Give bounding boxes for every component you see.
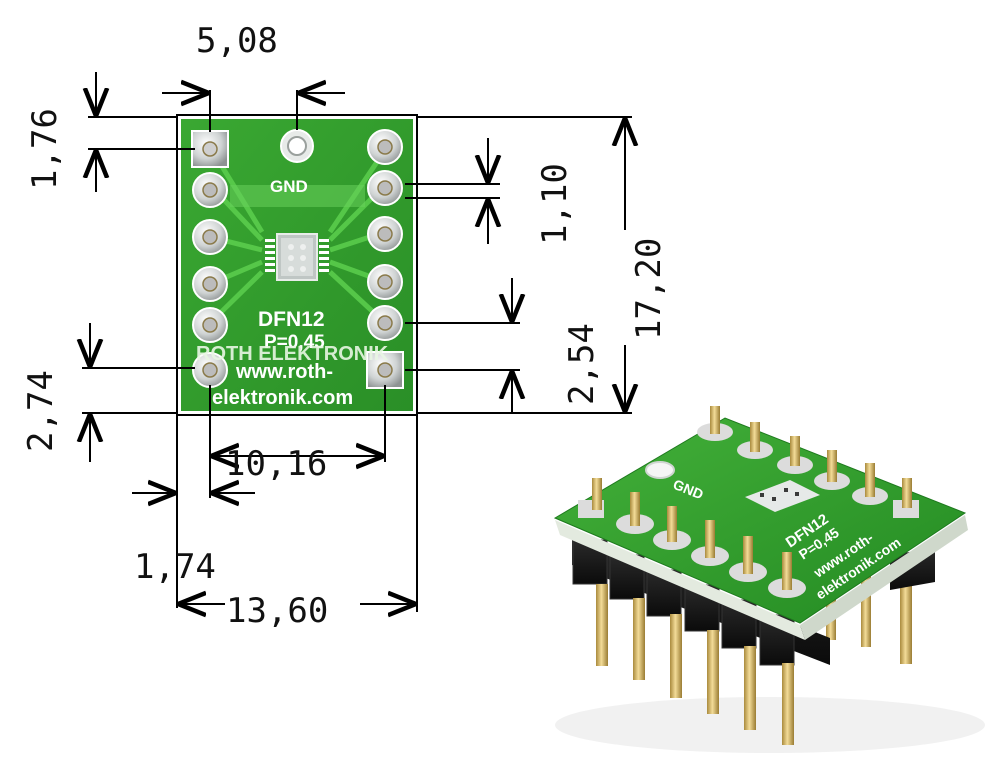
photo-back-pads [697,406,919,518]
dimension-labels: 5,08 1,76 1,10 17,20 2,54 2,74 10,16 1,7… [21,21,669,631]
photo-front-pins [596,584,794,745]
photo-front-pads [578,478,806,598]
silk-pitch-label: P=0,45 [264,332,325,353]
dfn-footprint [265,233,329,281]
dim-total-width: 13,60 [226,591,328,631]
mounting-hole [280,129,314,163]
dim-total-height: 17,20 [629,238,669,340]
dimension-lines [82,72,632,612]
silk-part-label: DFN12 [258,308,325,331]
pcb-top-view: GND DFN12 P=0,45 ROTH ELEKTRONIK www.rot… [176,114,418,416]
dim-pin-pitch: 2,54 [562,323,602,405]
silk-brand-label: ROTH ELEKTRONIK [196,343,389,365]
gnd-plane [230,185,365,207]
silk-gnd-label: GND [270,177,308,196]
dim-side-offset: 1,74 [134,547,216,587]
dim-bottom-offset: 2,74 [21,370,61,452]
adapter-photo: GND DFN12 P=0,45 www.roth- elektronik.co… [553,406,985,753]
silk-url-line2: elektronik.com [212,387,353,409]
silk-url-line1: www.roth- [235,361,333,383]
dim-top-offset: 1,76 [25,108,65,190]
photo-pcb: GND DFN12 P=0,45 www.roth- elektronik.co… [553,406,968,640]
dim-top-width: 5,08 [196,21,278,61]
dim-row-spacing: 10,16 [225,444,327,484]
right-pads [366,129,404,389]
dim-row-pitch: 1,10 [535,163,575,245]
